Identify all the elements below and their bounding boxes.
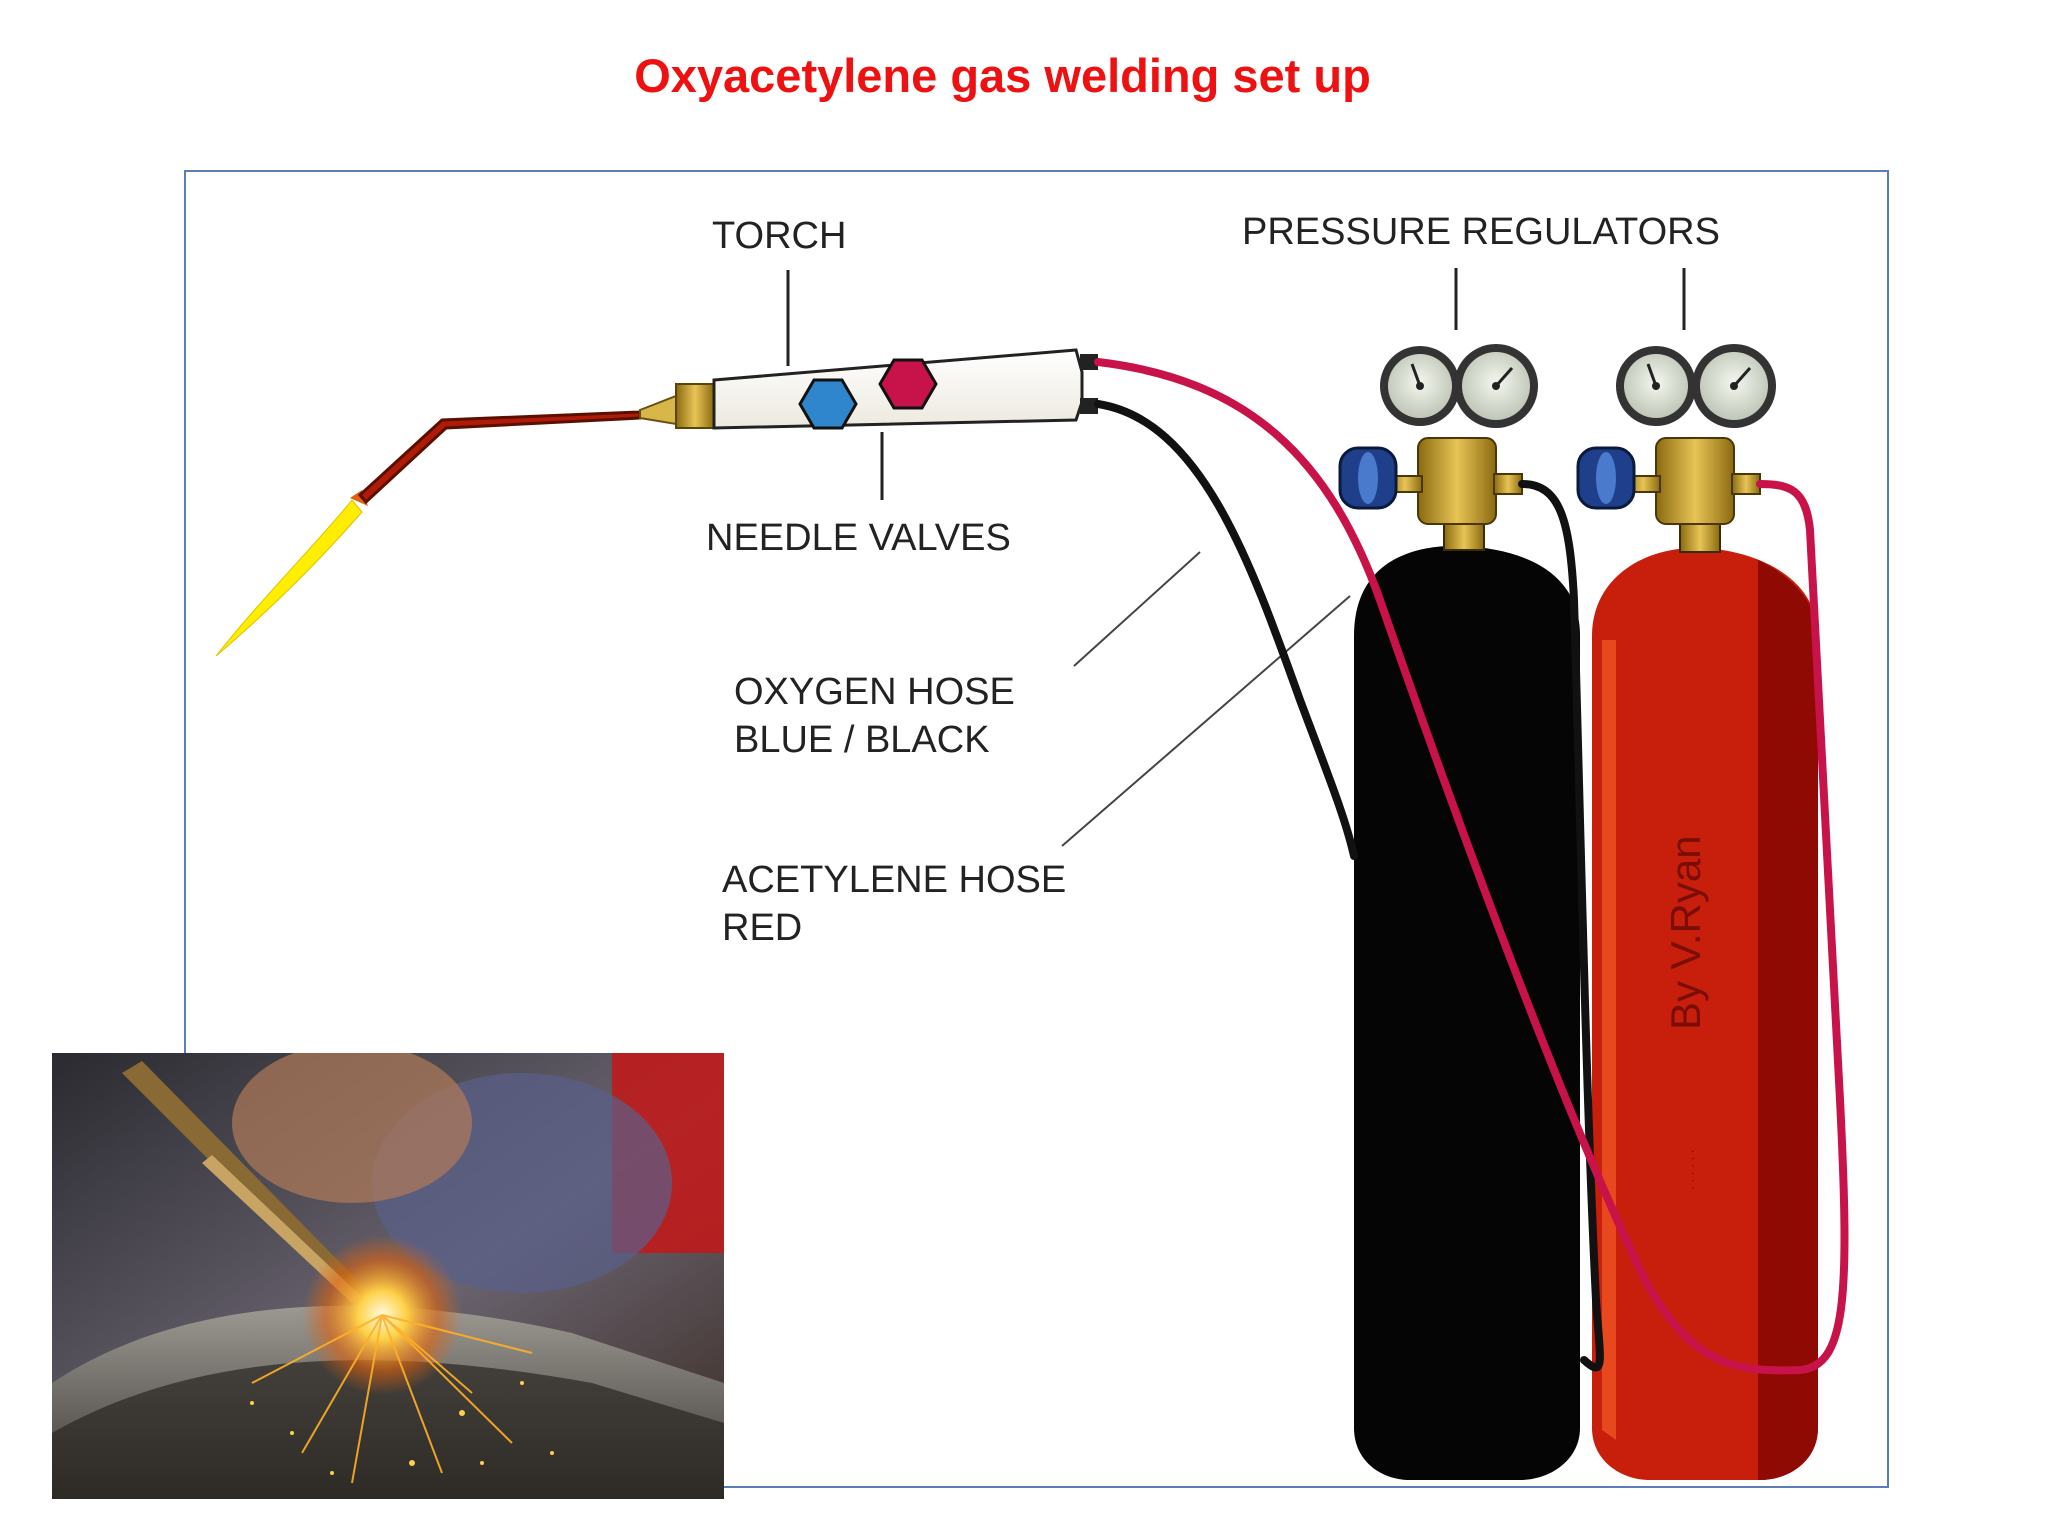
acetylene-regulator bbox=[1576, 437, 1761, 525]
oxygen-hose-leader bbox=[1073, 551, 1201, 667]
oxygen-hose-label-line1: OXYGEN HOSE bbox=[734, 671, 1015, 713]
oxygen-cylinder bbox=[1354, 546, 1580, 1480]
acetylene-hose-label-line2: RED bbox=[722, 907, 802, 949]
torch-hose-connector-top bbox=[1080, 354, 1098, 370]
oxygen-hose-return bbox=[1518, 480, 1604, 1372]
welding-photo-image bbox=[52, 1053, 724, 1499]
needle-valve-red-icon bbox=[878, 358, 938, 410]
needle-valve-blue-icon bbox=[798, 378, 858, 430]
welding-photo bbox=[52, 1053, 724, 1499]
oxygen-gauge-left-icon bbox=[1380, 346, 1460, 426]
torch-nozzle bbox=[357, 410, 642, 505]
acetylene-gauge-right-icon bbox=[1692, 344, 1776, 428]
acetylene-hose-label-line1: ACETYLENE HOSE bbox=[722, 859, 1066, 901]
torch-brass-nut bbox=[675, 383, 715, 429]
diagram-frame bbox=[184, 170, 1889, 1488]
cylinder-small-print: · · · · · · bbox=[1685, 1149, 1699, 1190]
watermark: By V.Ryan bbox=[1662, 835, 1709, 1030]
acetylene-cylinder-valve bbox=[1679, 521, 1721, 553]
oxygen-regulator bbox=[1338, 437, 1523, 525]
acetylene-hose-leader bbox=[1061, 595, 1351, 847]
oxygen-hose bbox=[1094, 400, 1358, 860]
torch-label: TORCH bbox=[712, 215, 846, 257]
acetylene-gauge-left-icon bbox=[1616, 346, 1696, 426]
torch-hose-connector-bottom bbox=[1080, 398, 1098, 414]
flame bbox=[215, 499, 363, 657]
torch-tip-connector bbox=[639, 394, 677, 426]
acetylene-hose bbox=[1094, 358, 1849, 1375]
oxygen-hose-label-line2: BLUE / BLACK bbox=[734, 719, 990, 761]
oxygen-gauge-right-icon bbox=[1454, 344, 1538, 428]
acetylene-cylinder-shade bbox=[1758, 560, 1818, 1480]
pressure-regulators-label: PRESSURE REGULATORS bbox=[1242, 211, 1720, 253]
page-title: Oxyacetylene gas welding set up bbox=[634, 49, 1371, 102]
needle-valves-label: NEEDLE VALVES bbox=[706, 517, 1011, 559]
acetylene-cylinder-highlight bbox=[1602, 640, 1616, 1440]
